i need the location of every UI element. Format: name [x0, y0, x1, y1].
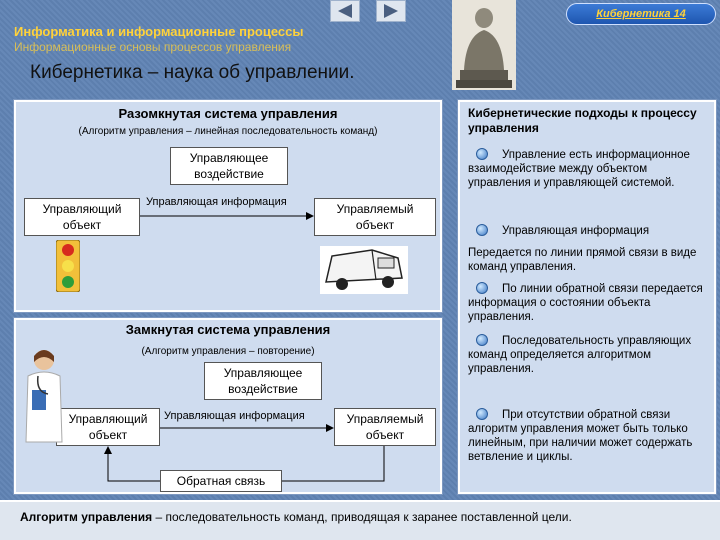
presentation-title: Информатика и информационные процессы — [14, 24, 304, 39]
next-arrow-icon — [384, 4, 398, 18]
bullet-icon — [476, 224, 488, 236]
cybernetic-approaches-title: Кибернетические подходы к процессу управ… — [468, 106, 697, 135]
bullet-icon — [476, 408, 488, 420]
list-item: По линии обратной связи передается инфор… — [468, 282, 703, 323]
buddha-statue-icon — [452, 0, 516, 90]
list-item: Передается по линии прямой связи в виде … — [468, 247, 697, 273]
list-item: Управление есть информационное взаимодей… — [468, 148, 690, 189]
prev-arrow-icon — [338, 4, 352, 18]
open-control-action-box: Управляющее воздействие — [170, 147, 288, 185]
feedback-box: Обратная связь — [160, 470, 282, 492]
traffic-light-icon — [56, 240, 80, 292]
footer-text: – последовательность команд, приводящая … — [152, 510, 572, 524]
list-item: Управляющая информация — [460, 224, 718, 238]
open-system-title: Разомкнутая система управления — [118, 106, 338, 121]
open-controlled-box: Управляемый объект — [314, 198, 436, 236]
presentation-subtitle: Информационные основы процессов управлен… — [14, 40, 292, 54]
footer-term: Алгоритм управления — [20, 510, 153, 524]
closed-system-panel — [14, 318, 442, 494]
footer-definition: Алгоритм управления – последовательность… — [0, 500, 720, 540]
list-item: При отсутствии обратной связи алгоритм у… — [468, 408, 693, 463]
open-controller-box: Управляющий объект — [24, 198, 140, 236]
prev-slide-button[interactable] — [330, 0, 360, 22]
next-slide-button[interactable] — [376, 0, 406, 22]
closed-controlled-box: Управляемый объект — [334, 408, 436, 446]
closed-controller-box: Управляющий объект — [56, 408, 160, 446]
closed-control-action-box: Управляющее воздействие — [204, 362, 322, 400]
truck-icon — [320, 246, 408, 294]
bullet-icon — [476, 282, 488, 294]
heading-definition: – наука об управлении. — [142, 62, 355, 83]
closed-system-algorithm: (Алгоритм управления – повторение) — [141, 346, 315, 357]
slide-topic-link[interactable]: Кибернетика 14 — [566, 3, 716, 25]
closed-system-title: Замкнутая система управления — [125, 322, 331, 337]
open-system-algorithm: (Алгоритм управления – линейная последов… — [78, 126, 378, 137]
closed-control-info-label: Управляющая информация — [164, 410, 305, 422]
doctor-icon — [25, 350, 63, 443]
bullet-icon — [476, 334, 488, 346]
list-item: Последовательность управляющих команд оп… — [468, 334, 692, 375]
page-title: Кибернетика – наука об управлении. — [30, 62, 355, 84]
bullet-icon — [476, 148, 488, 160]
open-control-info-label: Управляющая информация — [146, 196, 287, 208]
cybernetic-approaches-panel: Кибернетические подходы к процессу управ… — [458, 100, 716, 494]
heading-term: Кибернетика — [30, 62, 143, 83]
